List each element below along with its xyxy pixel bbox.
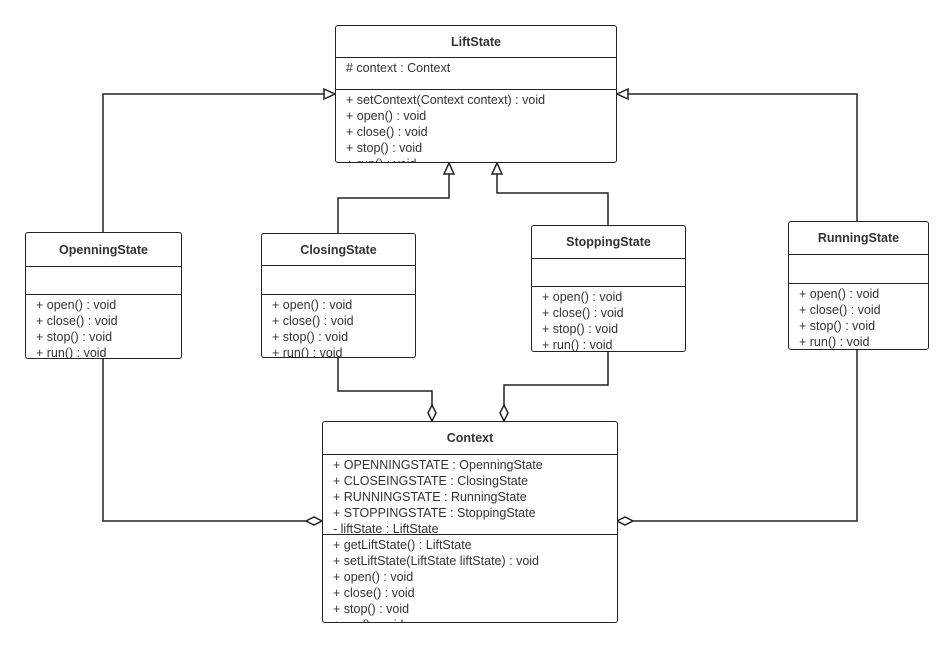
attribute: - liftState : LiftState (333, 522, 439, 536)
method: + stop() : void (346, 141, 423, 155)
method: + open() : void (36, 298, 117, 312)
aggregation-diamond-icon (499, 403, 509, 423)
attributes-section (532, 259, 685, 287)
method: + stop() : void (799, 319, 876, 333)
class-liftstate[interactable]: LiftState # context : Context + setContext… (335, 25, 617, 163)
class-openningstate[interactable]: OpenningState + open() : void + close() : … (25, 232, 182, 359)
method: + open() : void (799, 287, 880, 301)
method: + run() : void (272, 346, 343, 358)
method: + stop() : void (272, 330, 349, 344)
methods-section: + getLiftState() : LiftState + setLiftSta… (323, 535, 617, 622)
attributes-section: + OPENNINGSTATE : OpenningState + CLOSEIN… (323, 455, 617, 536)
method: + close() : void (542, 306, 624, 320)
generalization-arrow-icon (323, 87, 337, 101)
attributes-section: # context : Context (336, 58, 616, 90)
class-context[interactable]: Context+ OPENNINGSTATE : OpenningState+ … (322, 421, 618, 623)
attribute: + OPENNINGSTATE : OpenningState (333, 458, 543, 472)
attribute: + STOPPINGSTATE : StoppingState (333, 506, 536, 520)
attribute: + RUNNINGSTATE : RunningState (333, 490, 527, 504)
class-runningstate[interactable]: RunningState + open() : void + close() : v… (788, 221, 929, 350)
aggregation-diamond-icon (615, 516, 635, 526)
edge-openning-to-context (102, 358, 306, 522)
method: + close() : void (36, 314, 118, 328)
method: + stop() : void (542, 322, 619, 336)
method: + close() : void (333, 586, 415, 600)
method: + setLiftState(LiftState liftState) : vo… (333, 554, 540, 568)
method: + open() : void (333, 570, 414, 584)
edge-running-to-liftstate (627, 93, 858, 221)
method: + stop() : void (333, 602, 410, 616)
methods-section: + open() : void + close() : void + stop() … (262, 295, 415, 358)
class-name: Context (323, 422, 617, 455)
edge-stopping-to-context (503, 351, 609, 405)
method: + run() : void (542, 338, 613, 352)
methods-section: + open() : void + close() : void + stop() … (789, 284, 928, 349)
generalization-arrow-icon (490, 161, 504, 175)
methods-section: + open() : void + close() : void + stop() … (26, 295, 181, 359)
method: + open() : void (542, 290, 623, 304)
aggregation-diamond-icon (304, 516, 324, 526)
method: + getLiftState() : LiftState (333, 538, 472, 552)
method: + run() : void (799, 335, 870, 349)
method: + open() : void (272, 298, 353, 312)
method: + close() : void (272, 314, 354, 328)
class-name: OpenningState (26, 233, 181, 267)
attributes-section (26, 267, 181, 295)
method: + run() : void (36, 346, 107, 359)
edge-running-to-context (633, 349, 858, 522)
method: + run() : void (346, 156, 616, 162)
generalization-arrow-icon (442, 161, 456, 175)
methods-section: + open() : void + close() : void + stop() … (532, 287, 685, 352)
edge-stopping-to-liftstate (496, 173, 609, 225)
methods-section: + setContext(Context context) : void + op… (336, 90, 616, 162)
method: + close() : void (799, 303, 881, 317)
attributes-section (262, 266, 415, 295)
method: + open() : void (346, 109, 427, 123)
edge-closing-to-liftstate (337, 173, 450, 233)
attribute: + CLOSEINGSTATE : ClosingState (333, 474, 529, 488)
method: + run() : void (333, 617, 617, 622)
attribute: # context : Context (346, 61, 451, 75)
class-name: ClosingState (262, 234, 415, 266)
class-name: LiftState (336, 26, 616, 58)
class-name: RunningState (789, 222, 928, 255)
generalization-arrow-icon (615, 87, 629, 101)
edge-closing-to-context (337, 357, 433, 405)
attributes-section (789, 255, 928, 284)
method: + close() : void (346, 125, 428, 139)
class-name: StoppingState (532, 226, 685, 259)
class-closingstate[interactable]: ClosingState + open() : void + close() : v… (261, 233, 416, 358)
method: + stop() : void (36, 330, 113, 344)
class-stoppingstate[interactable]: StoppingState + open() : void + close() : … (531, 225, 686, 352)
method: + setContext(Context context) : void (346, 93, 546, 107)
edge-openning-to-liftstate (102, 93, 325, 232)
aggregation-diamond-icon (427, 403, 437, 423)
